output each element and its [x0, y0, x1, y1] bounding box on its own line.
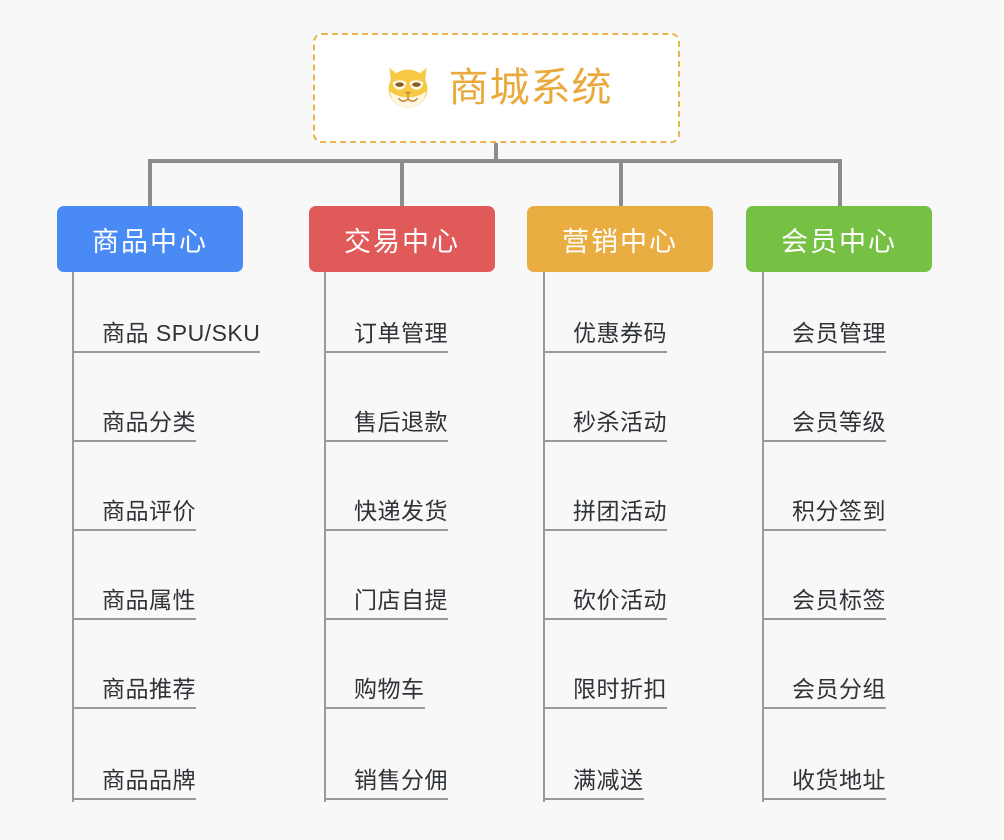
leaf-item[interactable]: 购物车: [324, 665, 425, 709]
leaf-item[interactable]: 收货地址: [762, 756, 886, 800]
leaf-item[interactable]: 售后退款: [324, 398, 448, 442]
connector-drop-product-center: [148, 159, 152, 208]
leaf-item[interactable]: 商品品牌: [72, 756, 196, 800]
root-node-mall-system[interactable]: 商城系统: [313, 33, 680, 143]
leaf-label: 商品属性: [102, 587, 196, 613]
category-label-marketing-center: 营销中心: [562, 226, 678, 257]
leaf-item[interactable]: 会员等级: [762, 398, 886, 442]
leaf-label: 会员管理: [792, 320, 886, 346]
leaf-item[interactable]: 商品分类: [72, 398, 196, 442]
connector-bus-bar: [148, 159, 842, 163]
leaf-item[interactable]: 限时折扣: [543, 665, 667, 709]
leaf-label: 收货地址: [792, 767, 886, 793]
category-box-product-center[interactable]: 商品中心: [57, 206, 243, 272]
leaf-item[interactable]: 积分签到: [762, 487, 886, 531]
leaf-label: 订单管理: [354, 320, 448, 346]
leaf-label: 会员分组: [792, 676, 886, 702]
leaf-label: 售后退款: [354, 409, 448, 435]
leaf-label: 商品分类: [102, 409, 196, 435]
spine-trade-center: [324, 272, 326, 802]
leaf-label: 砍价活动: [573, 587, 667, 613]
connector-drop-member-center: [838, 159, 842, 208]
leaf-label: 满减送: [573, 767, 644, 793]
leaf-item[interactable]: 商品推荐: [72, 665, 196, 709]
leaf-label: 限时折扣: [573, 676, 667, 702]
spine-marketing-center: [543, 272, 545, 802]
category-box-member-center[interactable]: 会员中心: [746, 206, 932, 272]
leaf-item[interactable]: 会员管理: [762, 309, 886, 353]
category-label-trade-center: 交易中心: [344, 226, 460, 257]
leaf-item[interactable]: 会员标签: [762, 576, 886, 620]
category-label-product-center: 商品中心: [92, 226, 208, 257]
leaf-label: 会员标签: [792, 587, 886, 613]
leaf-item[interactable]: 砍价活动: [543, 576, 667, 620]
leaf-item[interactable]: 拼团活动: [543, 487, 667, 531]
leaf-item[interactable]: 会员分组: [762, 665, 886, 709]
leaf-item[interactable]: 订单管理: [324, 309, 448, 353]
spine-member-center: [762, 272, 764, 802]
leaf-item[interactable]: 门店自提: [324, 576, 448, 620]
category-label-member-center: 会员中心: [781, 226, 897, 257]
shiba-dog-face-icon: [388, 67, 427, 109]
leaf-label: 商品评价: [102, 498, 196, 524]
leaf-item[interactable]: 商品 SPU/SKU: [72, 309, 261, 353]
leaf-label: 商品品牌: [102, 767, 196, 793]
root-title: 商城系统: [448, 66, 613, 110]
connector-drop-marketing-center: [619, 159, 623, 208]
leaf-item[interactable]: 快递发货: [324, 487, 448, 531]
leaf-item[interactable]: 商品评价: [72, 487, 196, 531]
spine-product-center: [72, 272, 74, 802]
leaf-label: 拼团活动: [573, 498, 667, 524]
leaf-label: 商品推荐: [102, 676, 196, 702]
leaf-label: 快递发货: [354, 498, 448, 524]
leaf-item[interactable]: 秒杀活动: [543, 398, 667, 442]
leaf-label: 秒杀活动: [573, 409, 667, 435]
leaf-item[interactable]: 销售分佣: [324, 756, 448, 800]
leaf-label: 会员等级: [792, 409, 886, 435]
category-box-trade-center[interactable]: 交易中心: [309, 206, 495, 272]
leaf-item[interactable]: 商品属性: [72, 576, 196, 620]
leaf-label: 销售分佣: [354, 767, 448, 793]
leaf-label: 优惠券码: [573, 320, 667, 346]
leaf-label: 积分签到: [792, 498, 886, 524]
leaf-item[interactable]: 满减送: [543, 756, 644, 800]
leaf-label: 购物车: [354, 676, 425, 702]
leaf-item[interactable]: 优惠券码: [543, 309, 667, 353]
leaf-label: 商品 SPU/SKU: [102, 320, 261, 346]
connector-root-stem: [494, 143, 498, 163]
category-box-marketing-center[interactable]: 营销中心: [527, 206, 713, 272]
connector-drop-trade-center: [400, 159, 404, 208]
leaf-label: 门店自提: [354, 587, 448, 613]
